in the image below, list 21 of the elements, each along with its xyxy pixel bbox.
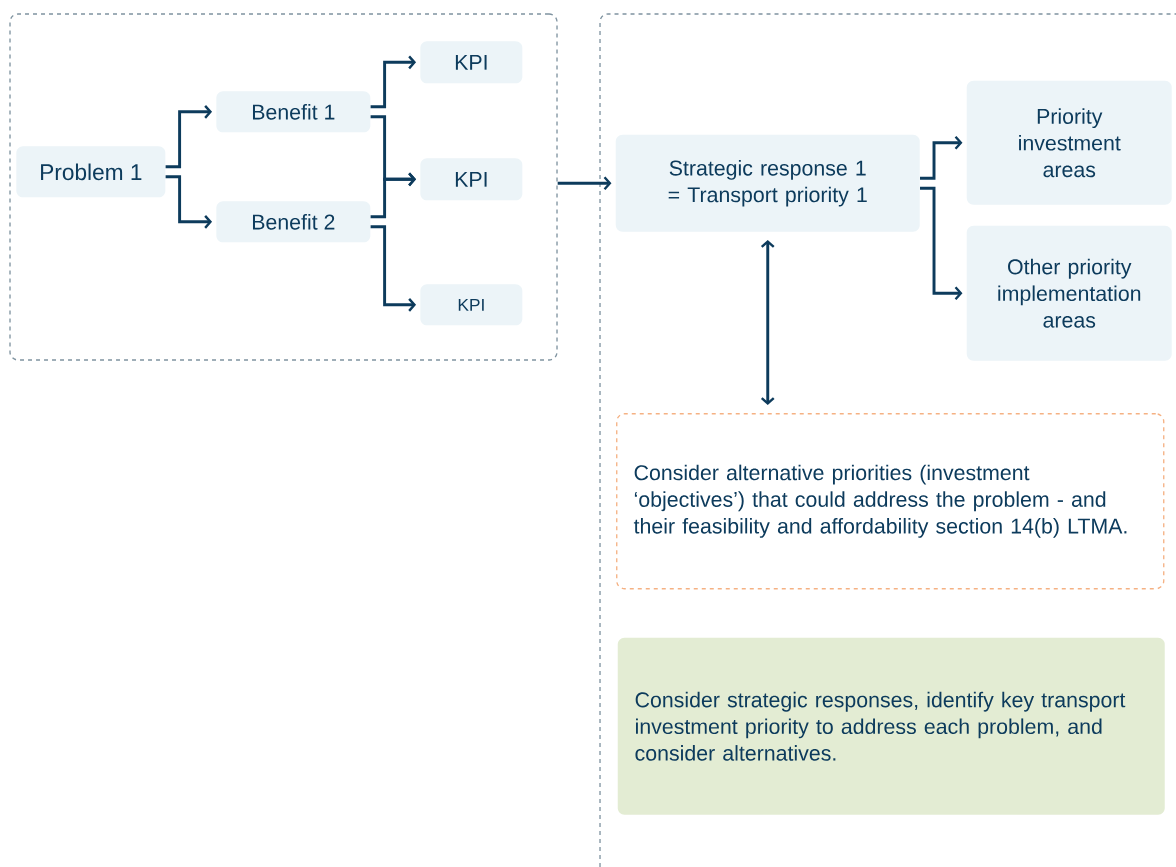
process-box: Benefit 1: [216, 91, 371, 133]
arrow: [370, 172, 417, 219]
process-box: KPI: [420, 158, 523, 201]
summary-box: Consider strategic responses, identify key transport investment priority to address each problem, and consider alternatives.: [617, 637, 1165, 815]
process-box: Problem 1: [16, 146, 166, 198]
process-box: Priority investment areas: [966, 80, 1172, 205]
note-box: Consider alternative priorities (investment ‘objectives’) that could address the problem - and their feasibility and affordability section 14(b) LTMA.: [616, 413, 1165, 590]
arrow: [370, 225, 417, 312]
arrow: [165, 105, 213, 169]
arrow: [920, 186, 963, 301]
arrow: [920, 135, 963, 180]
process-box: KPI: [420, 41, 523, 84]
process-box: Strategic response 1 = Transport priority 1: [615, 134, 920, 232]
process-box: KPI: [420, 284, 523, 326]
arrow: [165, 175, 213, 229]
process-box: Other priority implementation areas: [966, 225, 1172, 361]
arrow: [760, 240, 775, 406]
dashed-panel: [9, 13, 558, 361]
arrow: [370, 55, 417, 109]
process-box: Benefit 2: [216, 201, 371, 243]
arrow: [557, 176, 612, 191]
